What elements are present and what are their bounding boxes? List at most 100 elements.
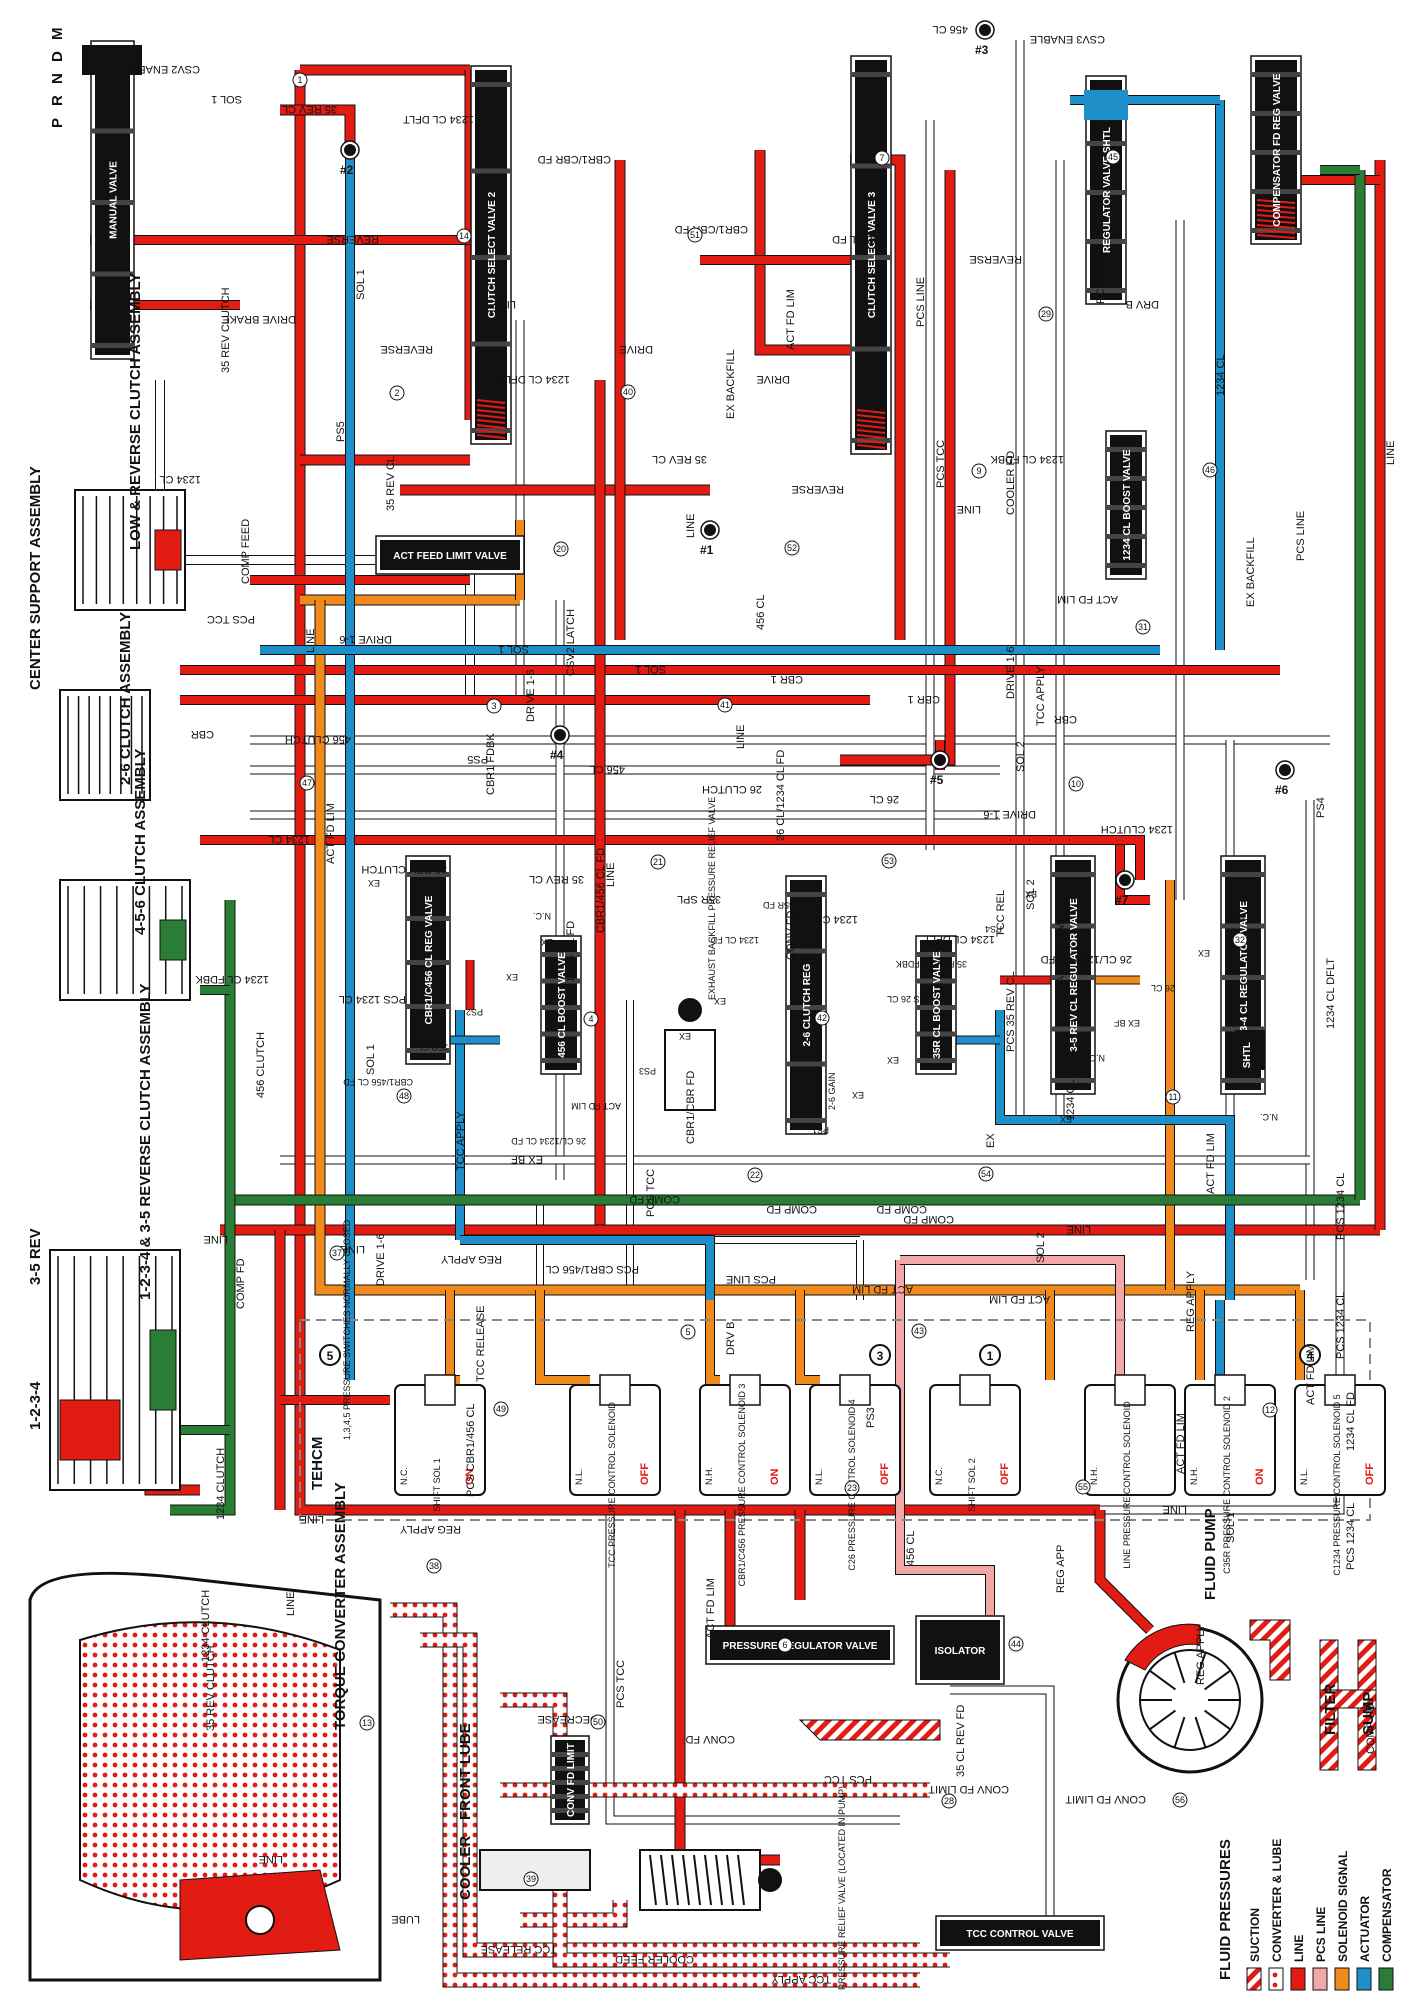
conv-fd-limit-valve: CONV FD LIMIT bbox=[550, 1735, 590, 1825]
clutch-select-valve-3-land bbox=[852, 255, 890, 260]
assembly-label: 2-6 CLUTCH ASSEMBLY bbox=[117, 612, 134, 785]
vertical-passage-label: TCC APPLY bbox=[455, 1111, 467, 1171]
clutch-select-valve-2-land bbox=[472, 82, 510, 87]
port-number: 11 bbox=[1168, 1092, 1177, 1102]
manual-valve: MANUAL VALVE bbox=[90, 40, 135, 360]
vertical-passage-label: CBR1/CBR FD bbox=[685, 1071, 697, 1144]
valve-port-label: 35R FD bbox=[762, 900, 794, 910]
port-number: 39 bbox=[526, 1874, 536, 1884]
reg-1234-valve-land bbox=[1222, 923, 1264, 929]
vertical-passage-label: CBR1/456 CL FD bbox=[595, 848, 607, 933]
horizontal-passage-label: 1234 CL DFLT bbox=[924, 933, 995, 945]
solenoid-plunger bbox=[424, 1374, 456, 1406]
boost-35r-valve-land bbox=[917, 1058, 955, 1063]
horizontal-passage-label: 26 CL bbox=[870, 793, 899, 805]
clutch-26-reg-valve-land bbox=[787, 1118, 825, 1123]
port-number: 41 bbox=[720, 700, 730, 710]
valve-port-label: EX BF bbox=[1113, 1018, 1140, 1028]
port-number-ring bbox=[1232, 932, 1248, 948]
vertical-passage-label: PCS 1234 CL bbox=[1345, 1503, 1357, 1570]
horizontal-passage-label: COMP FD bbox=[903, 1213, 954, 1225]
assembly-label: COOLER bbox=[457, 1836, 474, 1900]
vertical-passage-label: DRIVE 1-6 bbox=[1005, 646, 1017, 699]
horizontal-passage-label: 35 REV CLUTCH bbox=[361, 863, 447, 875]
act-fd-tcc-edge bbox=[535, 1290, 590, 1385]
line-reverse-csv3-edge bbox=[754, 150, 850, 356]
manual-valve-land bbox=[92, 128, 133, 134]
boost-456-valve-land bbox=[542, 1005, 580, 1010]
horizontal-passage-label: CONV FD bbox=[685, 1733, 735, 1745]
manual-position-label: N bbox=[49, 73, 66, 84]
horizontal-passage-label: LINE bbox=[341, 1243, 365, 1255]
horizontal-passage-label: ACT FD LIM bbox=[852, 1283, 913, 1295]
vertical-passage-label: PCS TCC bbox=[1095, 256, 1107, 304]
exhaust-backfill-label: EXHAUST BACKFILL PRESSURE RELIEF VALVE bbox=[707, 797, 717, 1000]
conv-fd-limit-valve-land bbox=[552, 1794, 588, 1799]
vertical-passage-label: DRIVE 1-6 bbox=[375, 1233, 387, 1286]
port-number-ring bbox=[1262, 1402, 1278, 1418]
manual-valve-handle bbox=[82, 45, 142, 75]
vertical-passage-label: ACT FD LIM bbox=[1175, 1413, 1187, 1474]
relief-spring bbox=[715, 1854, 723, 1906]
solenoid-name: C1234 PRESSURE CONTROL SOLENOID 5 bbox=[1332, 1394, 1342, 1575]
vertical-passage-label: 1234 CL bbox=[1065, 1079, 1077, 1121]
pressure-switch-number: 1 bbox=[987, 1349, 994, 1363]
horizontal-passage-label: DRIVE bbox=[619, 343, 653, 355]
port-number: 21 bbox=[653, 857, 663, 867]
tcc-control-valve: TCC CONTROL VALVE bbox=[935, 1915, 1105, 1951]
pressure-switch-number: 3 bbox=[877, 1349, 884, 1363]
assembly-label: LOW & REVERSE CLUTCH ASSEMBLY bbox=[127, 273, 144, 550]
horizontal-passage-label: CONV FD LIMIT bbox=[928, 1783, 1009, 1795]
valve-port-label: PS4 bbox=[985, 924, 1002, 934]
checkball-1 bbox=[704, 524, 716, 536]
compensator-fd-reg-valve-spring bbox=[1256, 224, 1296, 229]
solenoid-type: N.C. bbox=[399, 1467, 409, 1485]
pressure-switch-ring bbox=[979, 1344, 1001, 1366]
pcs-35-rev-cl bbox=[996, 1010, 1234, 1300]
vertical-passage-label: ACT FD LIM bbox=[1205, 1133, 1217, 1194]
clutch-456 bbox=[59, 879, 191, 1001]
compensator-fd-reg-valve-spring bbox=[1256, 234, 1296, 239]
assembly-label: 4-5-6 CLUTCH ASSEMBLY bbox=[132, 749, 149, 935]
vertical-passage-label: EX BACKFILL bbox=[725, 349, 737, 419]
compensator-fd-reg-valve-spring bbox=[1256, 214, 1296, 219]
valve-port-label: EX bbox=[541, 937, 553, 947]
horizontal-passage-label: SOL 1 bbox=[635, 663, 666, 675]
regulator-shuttle-sol1 bbox=[1084, 90, 1128, 120]
checkball-4 bbox=[554, 729, 566, 741]
vertical-passage-label: LINE bbox=[735, 725, 747, 749]
line-reverse-csv3 bbox=[755, 150, 850, 355]
relief-spring bbox=[671, 1854, 679, 1906]
line-35-rev-cl-top bbox=[280, 105, 355, 150]
valve-port-label: CBR1/456 CL FD bbox=[343, 1077, 413, 1087]
filter-sump-link bbox=[1319, 1689, 1377, 1709]
isolator-valve-spool bbox=[920, 1620, 1000, 1680]
horizontal-passage-label: 1234 CL FDBK bbox=[990, 453, 1064, 465]
regulator-valve-shuttle-land bbox=[1087, 288, 1125, 293]
port-number-ring bbox=[881, 853, 897, 869]
horizontal-passage-label: 456 CLUTCH bbox=[285, 733, 351, 745]
port-number-ring bbox=[1135, 619, 1151, 635]
vertical-passage-label: SOL 2 bbox=[1015, 741, 1027, 772]
pump-vane bbox=[1148, 1669, 1177, 1691]
comp-fd-left bbox=[170, 900, 235, 1515]
port-number-ring bbox=[784, 540, 800, 556]
horizontal-passage-label: REVERSE bbox=[969, 253, 1022, 265]
solenoid-plunger bbox=[839, 1374, 871, 1406]
valve-port-label: N.C. bbox=[1260, 1112, 1278, 1122]
port-number: 50 bbox=[593, 1717, 603, 1727]
boost-35r-valve-land bbox=[917, 1005, 955, 1010]
port-number: 13 bbox=[362, 1718, 372, 1728]
compensator-fd-reg-valve-land bbox=[1252, 189, 1300, 194]
pcs-cbr1-456-cl-low bbox=[460, 1236, 714, 1300]
boost-35r-valve-label: 35R CL BOOST VALVE bbox=[932, 951, 943, 1059]
pressure-regulator-valve-spool bbox=[710, 1630, 890, 1660]
port-number: 53 bbox=[884, 856, 894, 866]
legend-swatch-line bbox=[1290, 1967, 1306, 1991]
clutch-select-valve-3-land bbox=[852, 163, 890, 169]
isolator-valve: ISOLATOR bbox=[915, 1615, 1005, 1685]
pump-vane bbox=[1194, 1652, 1207, 1684]
line-main-left bbox=[295, 70, 1100, 1515]
horizontal-passage-label: COMP FD bbox=[876, 1203, 927, 1215]
port-number: 54 bbox=[981, 1169, 991, 1179]
